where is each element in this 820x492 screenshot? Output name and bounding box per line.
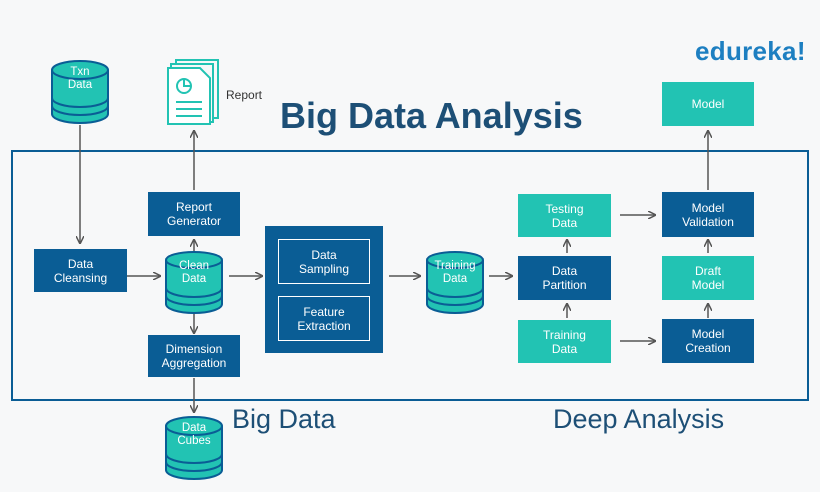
diagram-title: Big Data Analysis [280,95,583,136]
report-label: Report [226,88,263,102]
data-cubes-label: Data Cubes [177,422,211,447]
data-cubes-database-icon [165,416,223,480]
data-cleansing-node: Data Cleansing [34,249,127,292]
testing-data-node: Testing Data [518,194,611,237]
report-generator-node: Report Generator [148,192,240,236]
deep-analysis-section-label: Deep Analysis [553,404,725,434]
txn-data-label: Txn Data [67,66,93,91]
clean-data-database-icon [165,251,223,314]
data-partition-node: Data Partition [518,256,611,300]
txn-data-database-icon [51,60,109,124]
model-validation-node: Model Validation [662,192,754,237]
training-data-db-label: Training Data [434,260,476,285]
training-data-database-icon [426,251,484,314]
analysis-frame [11,150,809,401]
report-document-icon [167,59,219,125]
draft-model-node: Draft Model [662,256,754,300]
training-data-node: Training Data [518,320,611,363]
big-data-section-label: Big Data [232,404,336,434]
dimension-aggregation-node: Dimension Aggregation [148,335,240,377]
model-node: Model [662,82,754,126]
model-creation-node: Model Creation [662,319,754,363]
sampling-feature-block [265,226,383,353]
feature-extraction-node: Feature Extraction [278,296,370,341]
data-sampling-node: Data Sampling [278,239,370,284]
edureka-logo: edureka! [695,36,806,66]
clean-data-label: Clean Data [178,260,210,285]
